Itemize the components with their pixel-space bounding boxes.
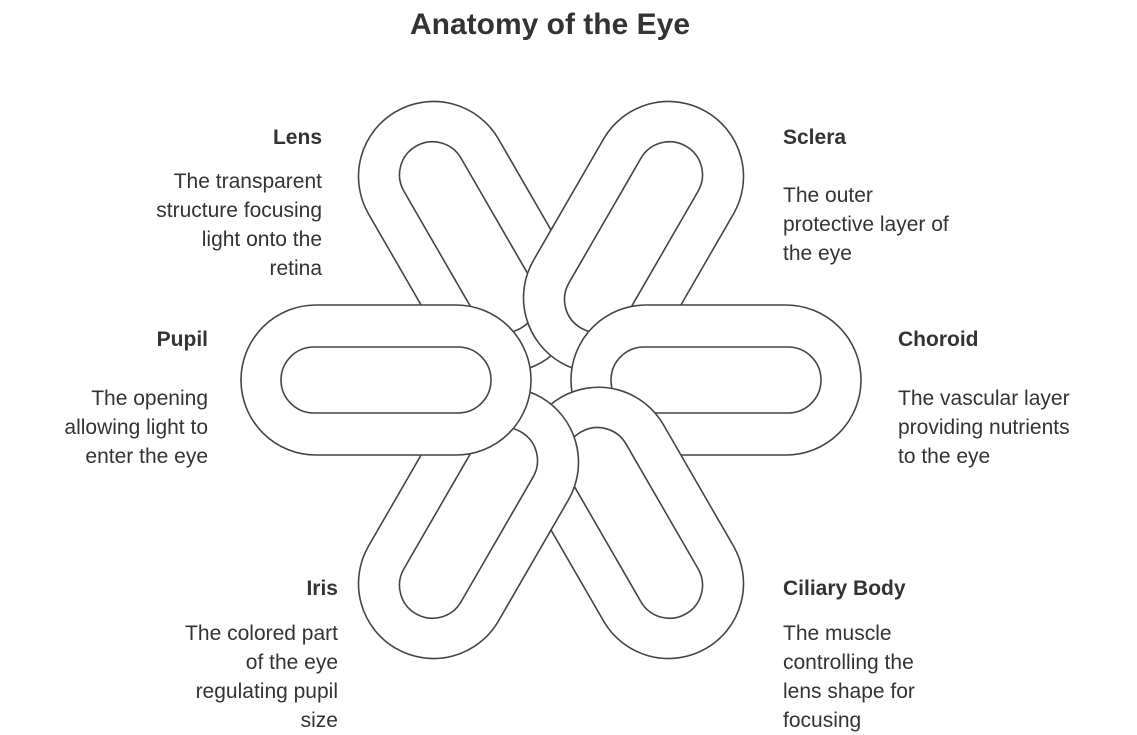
loop-pupil bbox=[241, 305, 531, 455]
label-pupil: Pupil bbox=[157, 328, 208, 352]
desc-pupil: The opening allowing light to enter the … bbox=[64, 384, 208, 471]
label-iris: Iris bbox=[306, 577, 338, 601]
desc-iris: The colored part of the eye regulating p… bbox=[185, 619, 338, 735]
desc-lens: The transparent structure focusing light… bbox=[156, 167, 322, 283]
label-sclera: Sclera bbox=[783, 126, 846, 150]
loop-pupil-inner bbox=[281, 347, 491, 413]
label-ciliary-body: Ciliary Body bbox=[783, 577, 906, 601]
desc-sclera: The outer protective layer of the eye bbox=[783, 181, 949, 268]
label-choroid: Choroid bbox=[898, 328, 978, 352]
desc-choroid: The vascular layer providing nutrients t… bbox=[898, 384, 1070, 471]
desc-ciliary-body: The muscle controlling the lens shape fo… bbox=[783, 619, 915, 735]
label-lens: Lens bbox=[273, 126, 322, 150]
